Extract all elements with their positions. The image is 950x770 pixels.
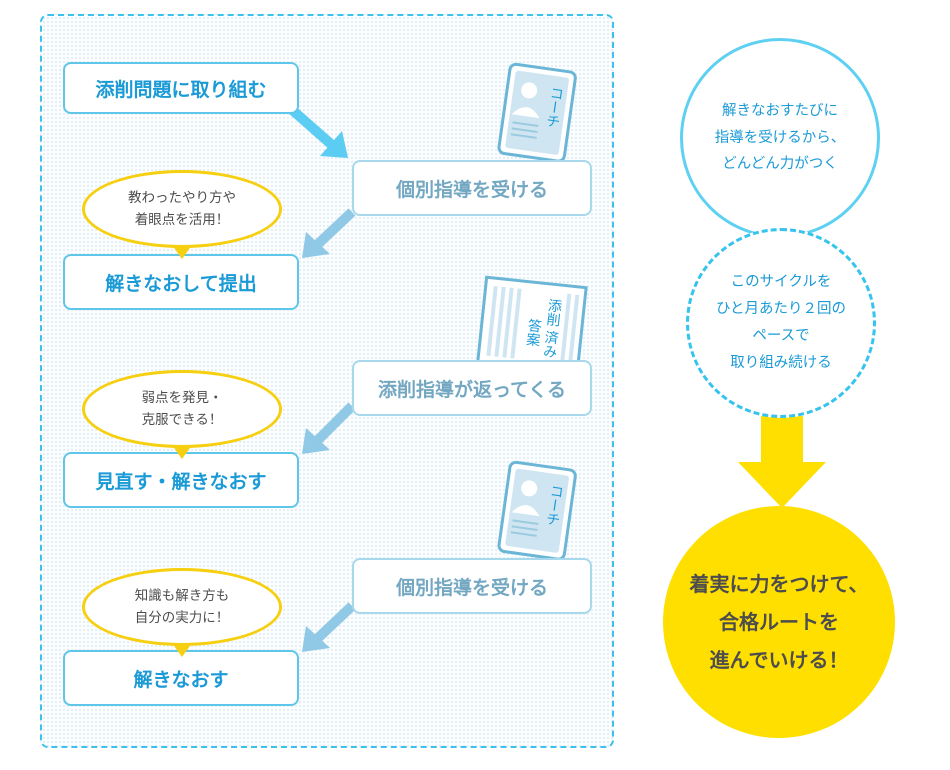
bubble-3-line-1: 知識も解き方も (134, 587, 230, 604)
bubble-own-ability: 知識も解き方も 自分の実力に！ (82, 568, 282, 646)
arrow-down-right-1 (286, 104, 348, 158)
bubble-2-line-2: 克服できる！ (141, 412, 223, 428)
arrow-down-left-2 (302, 402, 356, 454)
coach-card-label-2: コーチ (543, 483, 565, 527)
cycle-top-line-3: どんどん力がつく (722, 156, 838, 173)
step-individual-guidance-2: 個別指導を受ける (352, 558, 592, 614)
step-review-resolve: 見直す・解きなおす (63, 452, 299, 508)
corrected-paper-icon: 添削 済み 答案 (476, 275, 588, 374)
cycle-result-line-1: 着実に力をつけて、 (689, 572, 869, 596)
cycle-top-line-2: 指導を受けるから、 (714, 129, 846, 146)
paper-label-1: 添削 (544, 298, 563, 328)
step-individual-guidance-1: 個別指導を受ける (352, 160, 592, 216)
bubble-use-techniques: 教わったやり方や 着眼点を活用！ (82, 170, 282, 248)
cycle-benefit-circle: 解きなおすたびに 指導を受けるから、 どんどん力がつく (680, 38, 880, 238)
bubble-1-tail (172, 245, 192, 259)
cycle-frequency-circle: このサイクルを ひと月あたり２回の ペースで 取り組み続ける (686, 228, 876, 418)
arrow-down-left-3 (302, 602, 356, 652)
paper-label-3: 答案 (524, 317, 543, 348)
step-resolve-submit: 解きなおして提出 (63, 254, 299, 310)
step-resolve: 解きなおす (63, 650, 299, 706)
bubble-3-tail (172, 643, 192, 657)
arrow-down-yellow (738, 416, 826, 508)
bubble-3-line-2: 自分の実力に！ (134, 610, 230, 626)
step-correction-returned: 添削指導が返ってくる (352, 360, 592, 416)
cycle-result-line-3: 進んでいける！ (709, 648, 849, 672)
step-take-problems: 添削問題に取り組む (63, 62, 299, 114)
cycle-mid-line-1: このサイクルを (730, 274, 832, 291)
cycle-result-line-2: 合格ルートを (719, 610, 839, 634)
coach-card-label: コーチ (543, 85, 565, 129)
cycle-mid-line-3: ペースで (752, 328, 810, 344)
cycle-top-line-1: 解きなおすたびに (722, 102, 838, 119)
bubble-1-line-1: 教わったやり方や (128, 189, 236, 206)
cycle-mid-line-4: 取り組み続ける (730, 354, 832, 371)
paper-label-2: 済み (541, 329, 560, 359)
coach-card-icon: コーチ (497, 62, 577, 163)
bubble-find-weakness: 弱点を発見・ 克服できる！ (82, 370, 282, 448)
cycle-mid-line-2: ひと月あたり２回の (715, 301, 847, 318)
coach-card-icon-2: コーチ (497, 460, 577, 561)
cycle-result-circle: 着実に力をつけて、 合格ルートを 進んでいける！ (663, 506, 895, 738)
bubble-2-tail (172, 445, 192, 459)
bubble-2-line-1: 弱点を発見・ (141, 389, 223, 406)
bubble-1-line-2: 着眼点を活用！ (134, 212, 230, 228)
arrow-down-left-1 (302, 208, 356, 258)
